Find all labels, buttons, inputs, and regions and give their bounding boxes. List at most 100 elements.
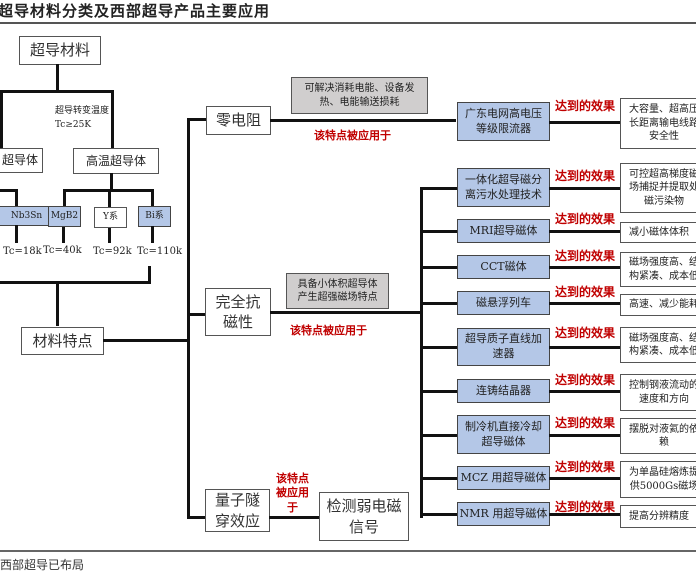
tc-mgb2: Tc=40k — [43, 245, 82, 256]
connector — [62, 227, 65, 243]
effect-label: 达到的效果 — [555, 460, 616, 474]
connector — [549, 513, 621, 516]
application-box: MRI超导磁体 — [457, 219, 550, 243]
tc-y-series: Tc=92k — [93, 246, 132, 257]
connector — [110, 173, 113, 191]
connector — [549, 266, 621, 269]
connector — [63, 189, 66, 207]
application-box: 磁悬浮列车 — [457, 291, 550, 315]
material-nb3sn: Nb3Sn — [0, 206, 55, 226]
connector — [108, 228, 111, 243]
connector — [549, 187, 621, 190]
material-y-series: Y系 — [94, 207, 127, 228]
connector — [111, 90, 114, 148]
connector — [549, 121, 621, 124]
connector — [420, 477, 457, 480]
connector — [15, 189, 18, 207]
effect-label: 达到的效果 — [555, 373, 616, 387]
application-box: CCT磁体 — [457, 255, 550, 279]
effect-label: 达到的效果 — [555, 500, 616, 514]
tc-bi-series: Tc=110k — [137, 246, 183, 257]
connector — [270, 311, 422, 314]
connector — [148, 266, 151, 283]
connector — [420, 230, 457, 233]
effect-box: 磁场强度高、结 构紧凑、成本低 — [620, 252, 696, 287]
applied-label: 该特点 被应用 于 — [276, 472, 309, 514]
effect-box: 高速、减少能耗 — [620, 294, 696, 316]
connector — [56, 64, 59, 92]
diamagnetism-note: 具备小体积超导体 产生超强磁场特点 — [286, 273, 389, 309]
connector — [151, 189, 154, 207]
connector — [187, 313, 206, 316]
application-box: 连铸结晶器 — [457, 379, 550, 403]
connector — [151, 226, 154, 243]
tc-nb3sn: Tc=18k — [3, 246, 42, 257]
connector — [187, 516, 206, 519]
superconductor-materials-box: 超导材料 — [19, 36, 101, 65]
material-mgb2: MgB2 — [48, 206, 81, 227]
connector — [549, 477, 621, 480]
connector — [549, 302, 621, 305]
connector — [270, 119, 456, 122]
footer-divider — [0, 550, 696, 552]
connector — [420, 187, 457, 190]
connector — [0, 90, 3, 148]
connector — [549, 434, 621, 437]
connector — [420, 266, 457, 269]
connector — [56, 281, 59, 326]
effect-label: 达到的效果 — [555, 285, 616, 299]
effect-label: 达到的效果 — [555, 416, 616, 430]
effect-box: 大容量、超高压 长距离输电线路 安全性 — [620, 98, 696, 149]
application-box: 超导质子直线加 速器 — [457, 328, 550, 366]
connector — [420, 513, 457, 516]
connector — [0, 281, 151, 284]
connector — [420, 188, 423, 518]
effect-label: 达到的效果 — [555, 99, 616, 113]
application-box: 一体化超导磁分 离污水处理技术 — [457, 168, 550, 207]
material-bi-series: Bi系 — [138, 206, 171, 227]
effect-label: 达到的效果 — [555, 212, 616, 226]
property-zero-resistance: 零电阻 — [206, 106, 271, 135]
connector — [187, 118, 206, 121]
effect-box: 控制钢液流动的 速度和方向 — [620, 374, 696, 411]
applied-label: 该特点被应用于 — [314, 129, 391, 142]
title-divider — [0, 22, 696, 24]
low-temp-superconductor-box: 超导体 — [0, 148, 43, 173]
connector — [549, 346, 621, 349]
connector — [549, 390, 621, 393]
application-box: 广东电网高电压 等级限流器 — [457, 102, 550, 141]
connector — [15, 225, 18, 243]
effect-box: 为单晶硅熔炼提 供5000Gs磁场 — [620, 461, 696, 498]
weak-em-signal-detection-box: 检测弱电磁 信号 — [319, 492, 409, 541]
effect-box: 磁场强度高、结 构紧凑、成本低 — [620, 327, 696, 363]
effect-box: 提高分辨精度 — [620, 505, 696, 528]
connector — [420, 434, 457, 437]
footer-note: 西部超导已布局 — [0, 558, 85, 572]
connector — [420, 302, 457, 305]
connector — [420, 390, 457, 393]
connector — [269, 516, 319, 519]
zero-resistance-note: 可解决消耗电能、设备发 热、电能输送损耗 — [291, 77, 428, 114]
effect-label: 达到的效果 — [555, 326, 616, 340]
connector — [187, 118, 190, 518]
applied-label: 该特点被应用于 — [290, 324, 367, 337]
connector — [420, 346, 457, 349]
effect-box: 摆脱对液氦的依 赖 — [620, 418, 696, 454]
effect-box: 减小磁体体积 — [620, 222, 696, 243]
application-box: MCZ 用超导磁体 — [457, 466, 550, 490]
connector — [0, 189, 17, 192]
threshold-label: 超导转变温度 Tc≥25K — [55, 106, 110, 130]
application-box: 制冷机直接冷却 超导磁体 — [457, 415, 550, 454]
property-perfect-diamagnetism: 完全抗 磁性 — [205, 288, 271, 336]
material-features-box: 材料特点 — [21, 327, 104, 355]
application-box: NMR 用超导磁体 — [457, 502, 550, 526]
effect-label: 达到的效果 — [555, 169, 616, 183]
effect-label: 达到的效果 — [555, 249, 616, 263]
property-quantum-tunneling: 量子隧 穿效应 — [205, 489, 270, 532]
connector — [0, 90, 114, 93]
high-temp-superconductor-box: 高温超导体 — [73, 148, 159, 174]
page-title: 超导材料分类及西部超导产品主要应用 — [0, 2, 271, 20]
connector — [108, 189, 111, 207]
effect-box: 可控超高梯度磁 场捕捉并提取处 磁污染物 — [620, 163, 696, 213]
connector — [549, 230, 621, 233]
